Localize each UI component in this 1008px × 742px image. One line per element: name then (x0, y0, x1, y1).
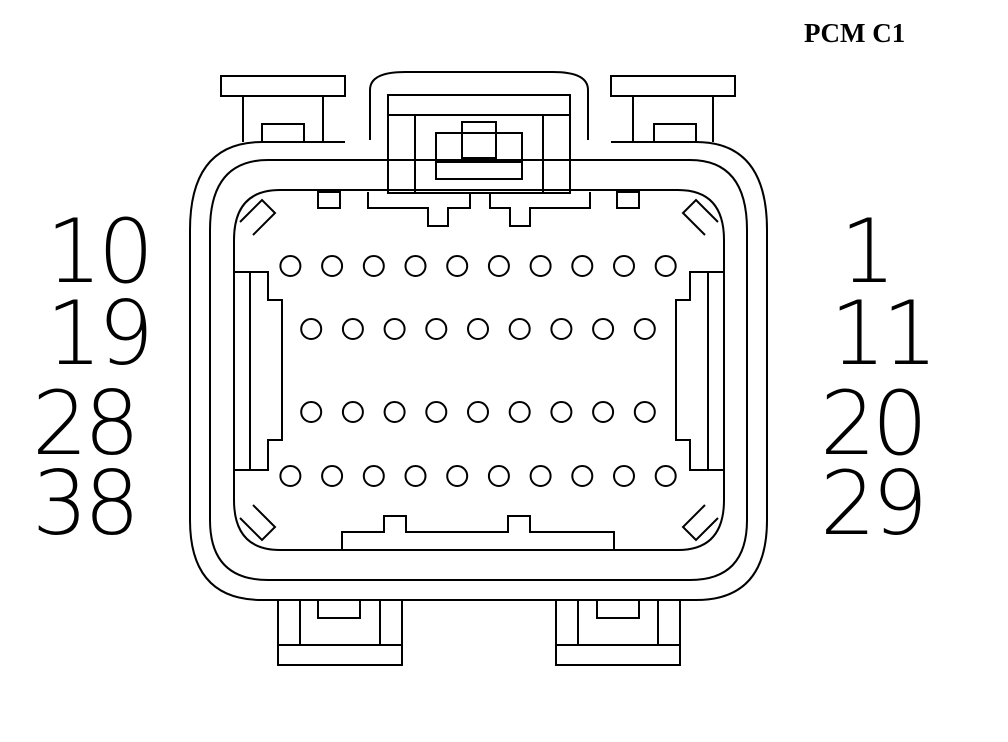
pin-hole (362, 465, 385, 487)
outer-housing (189, 141, 768, 601)
pin-cavity (233, 189, 725, 551)
pin-hole (341, 318, 364, 340)
right-label-row-1: 1 (840, 200, 896, 303)
cavity-side-rails (234, 271, 724, 471)
pin-hole (341, 401, 364, 423)
left-label-row-3: 28 (32, 372, 140, 475)
pin-hole (467, 401, 489, 423)
pin-hole (571, 255, 594, 277)
left-label-row-4: 38 (32, 452, 140, 555)
cavity-top-keys (317, 191, 640, 227)
pin-grid (279, 255, 677, 487)
pin-hole (487, 465, 510, 487)
pin-hole (550, 318, 573, 340)
pin-hole (362, 255, 385, 277)
pin-hole (633, 318, 656, 340)
pin-hole (279, 465, 302, 487)
pin-hole (404, 465, 427, 487)
pin-hole (425, 401, 448, 423)
left-label-row-1: 10 (46, 200, 154, 303)
pin-hole (508, 401, 531, 423)
right-label-row-3: 20 (820, 372, 928, 475)
connector-title: PCM C1 (804, 18, 906, 48)
pin-hole (550, 401, 573, 423)
pin-hole (592, 318, 615, 340)
top-center-key (369, 71, 589, 194)
pin-hole (613, 255, 635, 277)
pin-hole (321, 255, 344, 277)
pin-hole (404, 255, 427, 277)
pin-hole (654, 465, 677, 487)
right-label-row-4: 29 (820, 452, 928, 555)
pin-hole (529, 465, 552, 487)
bottom-right-latch (555, 599, 681, 666)
outer-housing-inner (209, 159, 748, 581)
top-left-latch (220, 75, 346, 143)
pin-hole (487, 255, 510, 277)
pin-hole (529, 255, 552, 277)
pin-hole (300, 401, 323, 423)
pin-hole (508, 318, 531, 340)
pin-hole (571, 465, 594, 487)
pin-hole (446, 255, 469, 277)
pin-hole (633, 401, 656, 423)
pin-hole (300, 318, 323, 340)
cavity-bottom-key (341, 515, 615, 550)
pin-hole (321, 465, 344, 487)
pin-hole (654, 255, 677, 277)
bottom-left-latch (277, 599, 403, 666)
pin-hole (467, 318, 489, 340)
pin-hole (425, 318, 448, 340)
pin-hole (613, 465, 635, 487)
cavity-corner-notches (239, 198, 719, 542)
pin-hole (592, 401, 615, 423)
pin-hole (383, 318, 406, 340)
pin-hole (383, 401, 406, 423)
right-label-row-2: 11 (830, 282, 938, 385)
pin-hole (279, 255, 302, 277)
pin-hole (446, 465, 469, 487)
left-label-row-2: 19 (46, 282, 154, 385)
top-right-latch (610, 75, 736, 143)
